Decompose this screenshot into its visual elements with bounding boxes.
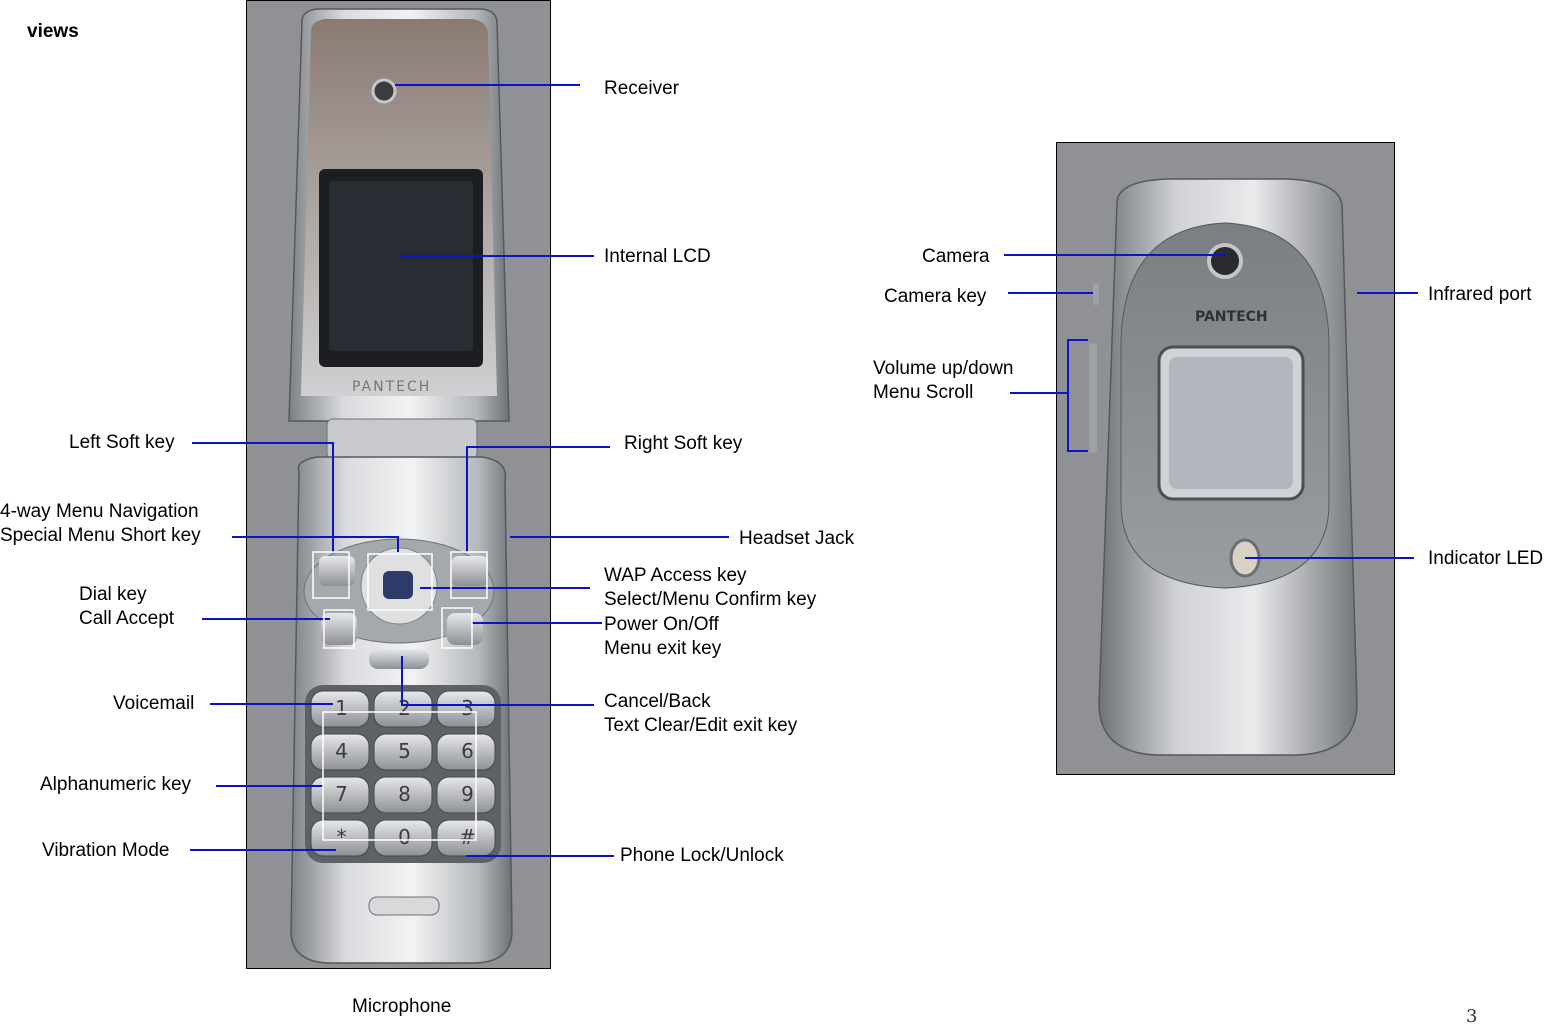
open-phone-illustration: PANTECH xyxy=(288,8,513,964)
label-vibration: Vibration Mode xyxy=(42,840,170,861)
label-wap-line1: WAP Access key xyxy=(604,565,747,586)
label-infrared: Infrared port xyxy=(1428,284,1532,305)
label-camera-key: Camera key xyxy=(884,286,987,307)
key-6[interactable]: 6 xyxy=(461,739,474,763)
key-4[interactable]: 4 xyxy=(335,739,348,763)
section-heading: views xyxy=(27,21,79,42)
highlight-right-soft xyxy=(450,551,488,599)
keypad-area xyxy=(305,685,501,863)
label-volume-line1: Volume up/down xyxy=(873,358,1014,379)
label-receiver: Receiver xyxy=(604,78,679,99)
label-indicator: Indicator LED xyxy=(1428,548,1544,569)
highlight-end xyxy=(441,607,473,649)
key-0[interactable]: 0 xyxy=(398,825,411,849)
closed-phone-photo: PANTECH xyxy=(1056,142,1395,775)
label-power-line1: Power On/Off xyxy=(604,614,719,635)
page-number: 3 xyxy=(1466,1006,1478,1027)
key-9[interactable]: 9 xyxy=(461,782,474,806)
highlight-dial xyxy=(323,609,355,649)
label-headset-jack: Headset Jack xyxy=(739,528,855,549)
label-phone-lock: Phone Lock/Unlock xyxy=(620,845,784,866)
label-cancel-line1: Cancel/Back xyxy=(604,691,711,712)
label-wap-line2: Select/Menu Confirm key xyxy=(604,589,817,610)
key-1[interactable]: 1 xyxy=(335,696,348,720)
key-3[interactable]: 3 xyxy=(461,696,474,720)
label-dial-line1: Dial key xyxy=(79,584,147,605)
callout-nav xyxy=(232,536,399,552)
label-left-soft-key: Left Soft key xyxy=(69,432,175,453)
inner-brand: PANTECH xyxy=(352,379,431,395)
keypad-glyphs: 1 2 3 4 5 6 7 8 9 * 0 # xyxy=(310,690,498,860)
highlight-left-soft xyxy=(312,551,350,599)
side-camera-key xyxy=(1093,283,1099,305)
key-5[interactable]: 5 xyxy=(398,739,411,763)
label-cancel-line2: Text Clear/Edit exit key xyxy=(604,715,798,736)
front-brand: PANTECH xyxy=(1195,309,1268,325)
microphone-slot xyxy=(368,896,440,916)
label-camera: Camera xyxy=(922,246,990,267)
center-select-key xyxy=(383,571,413,599)
label-voicemail: Voicemail xyxy=(113,693,195,714)
callout-right-soft-key xyxy=(466,446,610,552)
key-7[interactable]: 7 xyxy=(335,782,348,806)
label-microphone: Microphone xyxy=(352,996,452,1017)
camera-lens xyxy=(1207,243,1243,279)
callout-cancel xyxy=(401,656,594,706)
label-volume-line2: Menu Scroll xyxy=(873,382,974,403)
label-nav-line2: Special Menu Short key xyxy=(0,525,201,546)
open-phone-photo: PANTECH xyxy=(246,0,551,969)
keypad-keys xyxy=(310,690,496,857)
callout-volume-bracket xyxy=(1067,339,1088,452)
label-right-soft-key: Right Soft key xyxy=(624,433,743,454)
key-hash[interactable]: # xyxy=(459,825,476,849)
highlight-keypad xyxy=(322,711,477,841)
label-alphanumeric: Alphanumeric key xyxy=(40,774,192,795)
label-power-line2: Menu exit key xyxy=(604,638,722,659)
closed-phone-illustration: PANTECH xyxy=(1089,178,1358,756)
side-volume-keys xyxy=(1089,343,1097,453)
callout-left-soft-key xyxy=(192,442,334,552)
highlight-nav xyxy=(367,553,433,611)
label-internal-lcd: Internal LCD xyxy=(604,246,711,267)
label-nav-line1: 4-way Menu Navigation xyxy=(0,501,199,522)
label-dial-line2: Call Accept xyxy=(79,608,175,629)
key-star[interactable]: * xyxy=(336,825,347,849)
key-8[interactable]: 8 xyxy=(398,782,411,806)
receiver-grill xyxy=(371,78,397,104)
